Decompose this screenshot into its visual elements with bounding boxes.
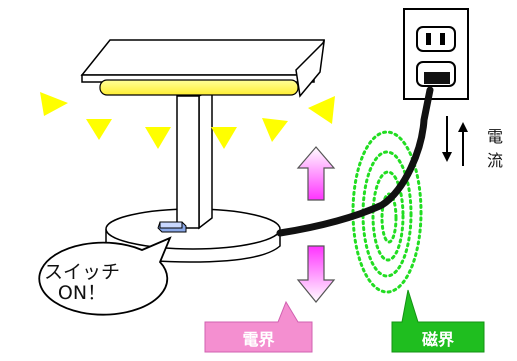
- arrow-up-icon: [458, 122, 468, 166]
- speech-line-1: スイッチ: [24, 262, 140, 283]
- electric-field-arrow-down: [298, 246, 334, 302]
- plug: [424, 72, 450, 84]
- speech-bubble-text: スイッチ ON！: [24, 262, 140, 304]
- lamp-head: [82, 40, 324, 96]
- lamp-stand: [177, 90, 212, 228]
- lamp-switch: [158, 222, 186, 232]
- electric-field-label: 電界: [205, 326, 312, 350]
- outlet-socket-top: [417, 27, 455, 51]
- current-label-char-2: 流: [487, 147, 503, 171]
- wall-outlet: [404, 9, 468, 99]
- speech-line-2: ON！: [24, 283, 140, 304]
- current-label-char-1: 電: [487, 123, 503, 147]
- current-direction-arrows: [442, 116, 468, 166]
- electric-field-arrow-up: [298, 147, 334, 200]
- arrow-down-icon: [442, 116, 452, 162]
- magnetic-field-label: 磁界: [392, 326, 484, 350]
- lamp-tube: [100, 80, 298, 95]
